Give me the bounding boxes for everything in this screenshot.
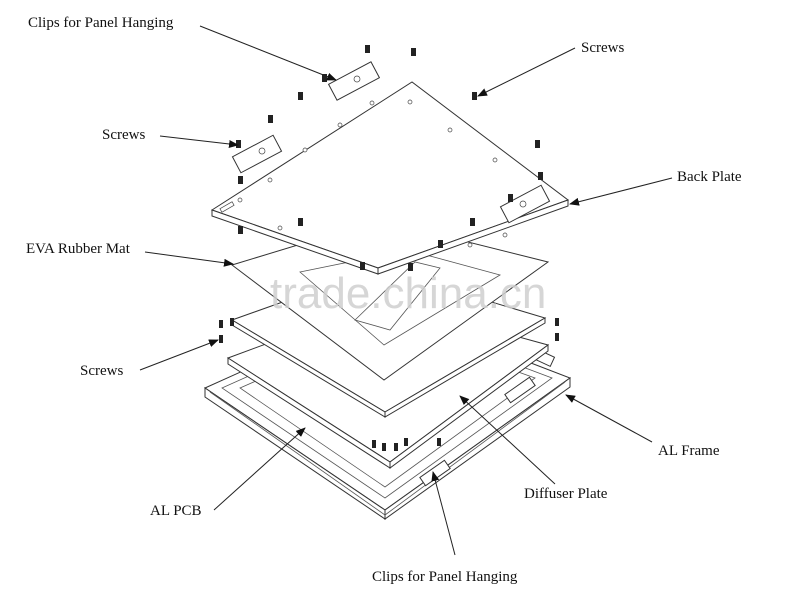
label-al-pcb: AL PCB [150, 503, 202, 519]
label-screws-left: Screws [102, 127, 145, 143]
label-eva-mat: EVA Rubber Mat [26, 241, 131, 257]
leader-lines [139, 25, 673, 556]
label-al-frame: AL Frame [658, 443, 720, 459]
label-screws-top: Screws [581, 40, 624, 56]
label-screws-bottom: Screws [80, 363, 123, 379]
screws [219, 45, 559, 451]
hanging-clip-top [327, 61, 381, 101]
label-back-plate: Back Plate [677, 169, 742, 185]
hanging-clip-right [499, 184, 551, 224]
label-diffuser-plate: Diffuser Plate [524, 486, 608, 502]
label-clips-bottom: Clips for Panel Hanging [372, 569, 518, 585]
label-clips-top: Clips for Panel Hanging [28, 15, 174, 31]
watermark: trade.china.cn [270, 269, 546, 318]
hanging-clip-left [231, 134, 283, 174]
back-plate [210, 81, 570, 275]
